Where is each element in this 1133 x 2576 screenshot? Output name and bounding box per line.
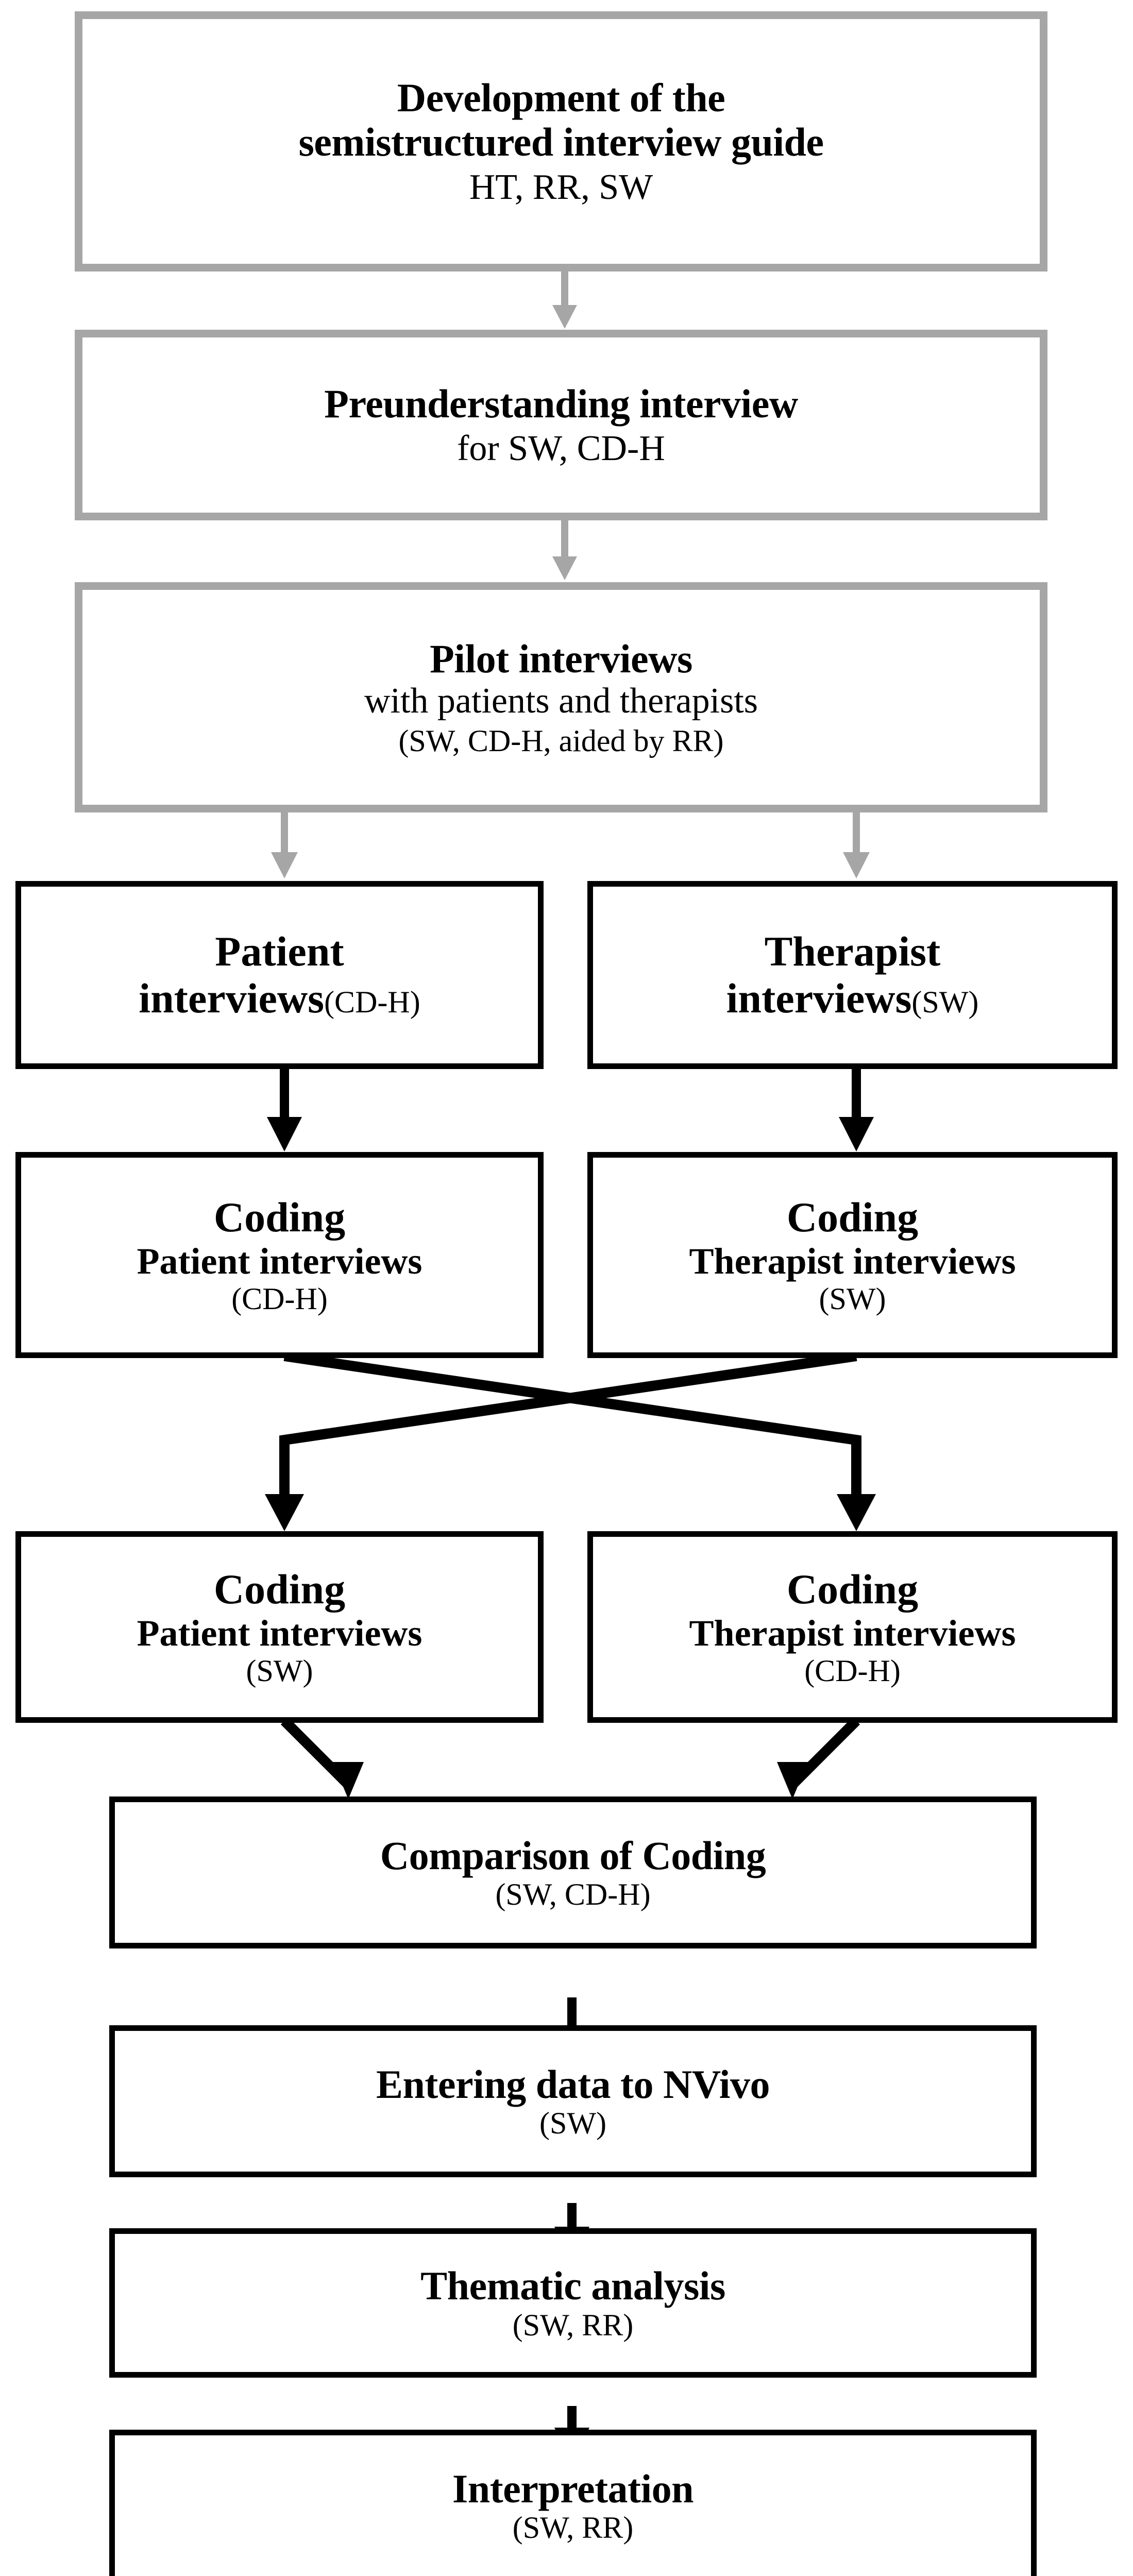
node-patient-interviews-line2-text: interviews (139, 974, 325, 1022)
node-coding-therapist-cdh-line2: Therapist interviews (689, 1612, 1016, 1654)
node-nvivo-line1: Entering data to NVivo (376, 2061, 770, 2107)
edge-coding-therapist-sw-to-coding-patient-sw (265, 1351, 857, 1531)
node-development-line2: semistructured interview guide (298, 120, 824, 164)
node-pilot-line1: Pilot interviews (430, 636, 692, 682)
node-preunderstanding-line1: Preunderstanding interview (324, 381, 798, 426)
node-therapist-interviews-line1: Therapist (764, 928, 941, 975)
node-patient-interviews-line2: interviews(CD-H) (32, 975, 527, 1022)
node-preunderstanding[interactable]: Preunderstanding interview for SW, CD-H (75, 330, 1047, 520)
node-coding-patient-sw[interactable]: Coding Patient interviews (SW) (15, 1531, 544, 1723)
node-development[interactable]: Development of the semistructured interv… (75, 11, 1047, 272)
node-interpretation[interactable]: Interpretation (SW, RR) (109, 2430, 1037, 2576)
node-thematic[interactable]: Thematic analysis (SW, RR) (109, 2228, 1037, 2378)
node-thematic-line1: Thematic analysis (420, 2263, 725, 2309)
node-development-line1: Development of the (397, 75, 725, 121)
node-coding-patient-cdh[interactable]: Coding Patient interviews (CD-H) (15, 1152, 544, 1358)
edge-coding-patient-cdh-to-coding-therapist-cdh (283, 1351, 876, 1531)
node-coding-patient-cdh-line3: (CD-H) (231, 1281, 328, 1316)
node-coding-patient-cdh-line2: Patient interviews (137, 1240, 422, 1282)
edge-coding-therapist-cdh-to-comparison (777, 1717, 860, 1799)
node-therapist-interviews-line2: interviews(SW) (604, 975, 1101, 1022)
node-development-line3: HT, RR, SW (469, 167, 653, 207)
edge-pilot-to-patient-interviews (271, 811, 298, 878)
edge-preunderstanding-to-pilot (552, 519, 577, 580)
node-interpretation-line1: Interpretation (452, 2466, 694, 2511)
node-patient-interviews-line2-paren: (CD-H) (324, 985, 420, 1019)
node-therapist-interviews[interactable]: Therapist interviews(SW) (587, 881, 1118, 1069)
node-therapist-interviews-line2-paren: (SW) (911, 985, 979, 1019)
edge-coding-patient-sw-to-comparison (280, 1717, 364, 1799)
node-interpretation-line2: (SW, RR) (512, 2511, 634, 2545)
node-coding-therapist-cdh-line1: Coding (786, 1566, 919, 1613)
edge-patient-interviews-to-coding-patient-cdh (267, 1067, 302, 1151)
node-nvivo[interactable]: Entering data to NVivo (SW) (109, 2025, 1037, 2177)
node-coding-therapist-sw-line3: (SW) (819, 1281, 886, 1316)
node-coding-patient-sw-line3: (SW) (246, 1653, 313, 1688)
node-nvivo-line2: (SW) (539, 2106, 606, 2141)
edge-development-to-preunderstanding (552, 270, 577, 329)
node-comparison-line1: Comparison of Coding (380, 1833, 766, 1878)
node-coding-therapist-sw[interactable]: Coding Therapist interviews (SW) (587, 1152, 1118, 1358)
node-preunderstanding-line2: for SW, CD-H (457, 429, 665, 469)
edge-pilot-to-therapist-interviews (843, 811, 870, 878)
node-coding-therapist-sw-line2: Therapist interviews (689, 1240, 1016, 1282)
node-coding-therapist-cdh[interactable]: Coding Therapist interviews (CD-H) (587, 1531, 1118, 1723)
node-thematic-line2: (SW, RR) (512, 2308, 634, 2342)
node-coding-patient-cdh-line1: Coding (213, 1194, 346, 1241)
node-coding-therapist-cdh-line3: (CD-H) (804, 1653, 901, 1688)
edge-therapist-interviews-to-coding-therapist-sw (839, 1067, 874, 1151)
node-therapist-interviews-line2-text: interviews (726, 974, 912, 1022)
node-coding-patient-sw-line1: Coding (213, 1566, 346, 1613)
node-patient-interviews[interactable]: Patient interviews(CD-H) (15, 881, 544, 1069)
node-comparison-line2: (SW, CD-H) (495, 1877, 651, 1912)
node-comparison[interactable]: Comparison of Coding (SW, CD-H) (109, 1797, 1037, 1948)
node-patient-interviews-line1: Patient (215, 928, 344, 975)
node-pilot-line2: with patients and therapists (364, 681, 758, 721)
node-coding-patient-sw-line2: Patient interviews (137, 1612, 422, 1654)
node-coding-therapist-sw-line1: Coding (786, 1194, 919, 1241)
node-pilot[interactable]: Pilot interviews with patients and thera… (75, 582, 1047, 812)
node-pilot-line3: (SW, CD-H, aided by RR) (398, 723, 724, 758)
